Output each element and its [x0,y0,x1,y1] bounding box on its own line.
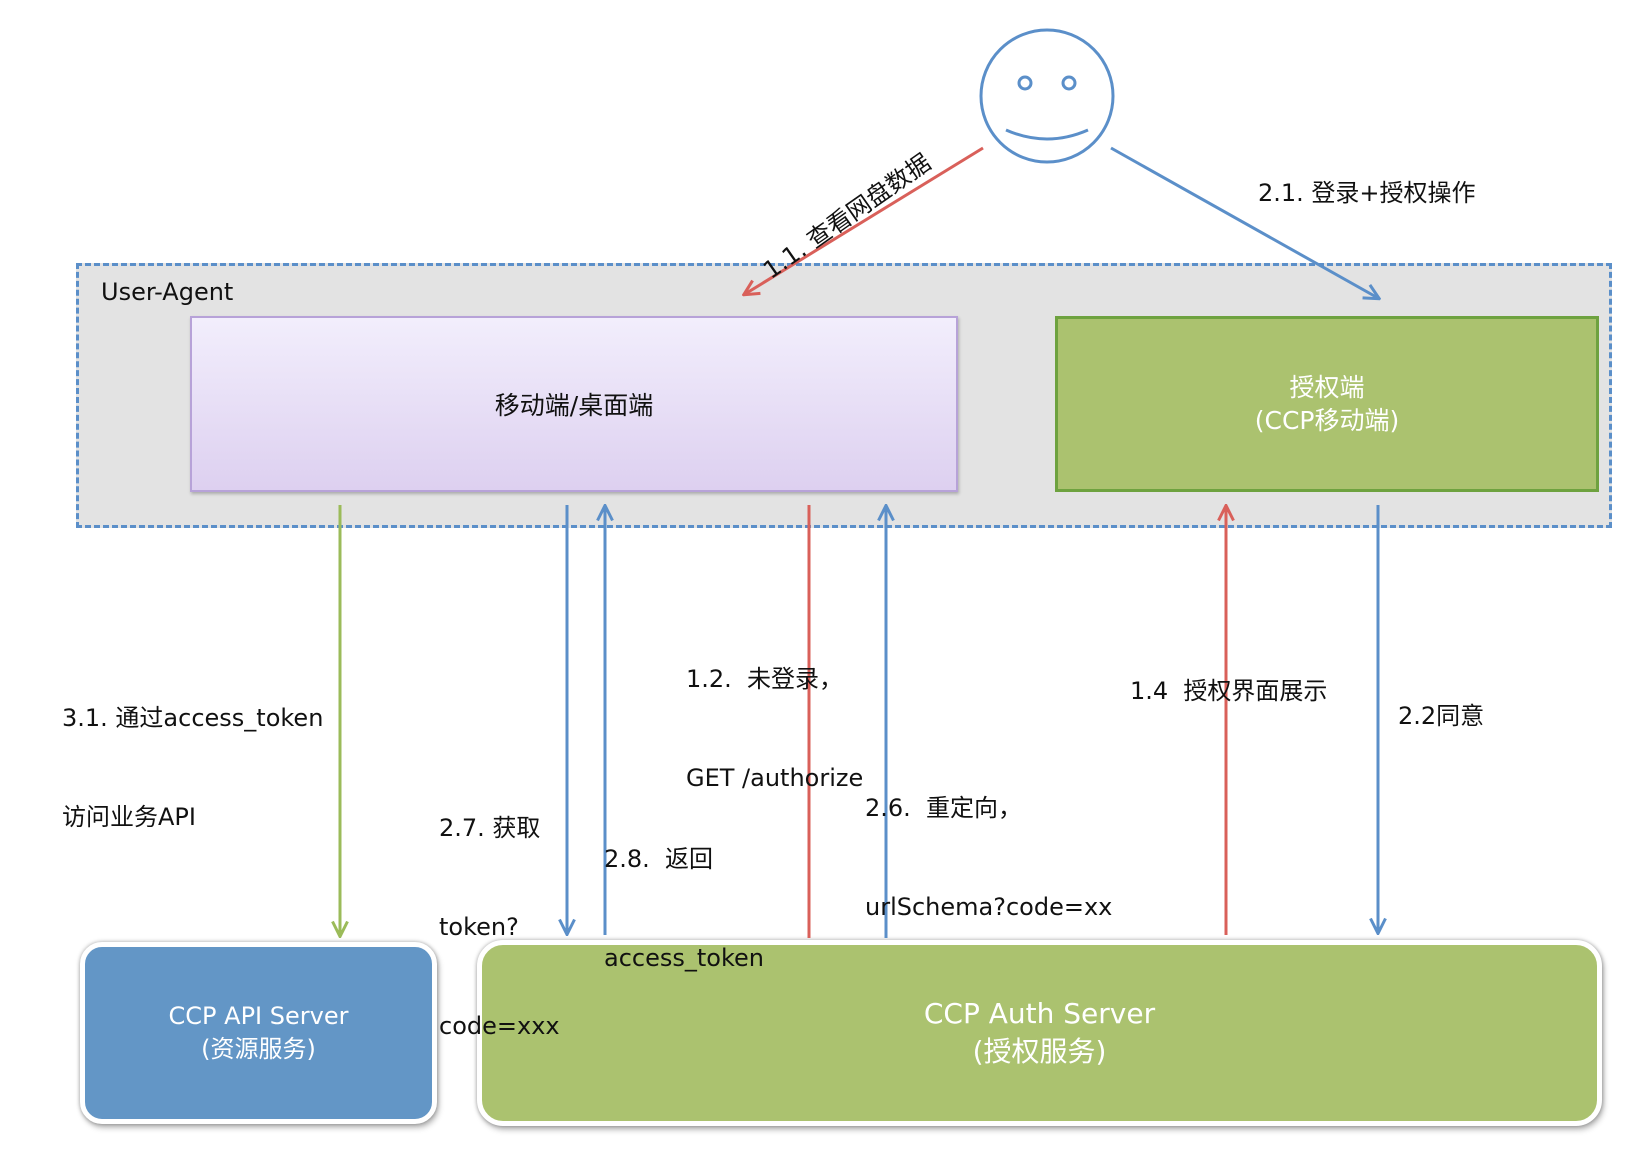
arrow-2-1 [1110,146,1378,298]
auth-server-title: CCP Auth Server [923,997,1156,1030]
step-1-2-line1: 1.2. 未登录， [686,665,844,693]
step-2-7-label: 2.7. 获取 token? code=xxx [439,746,560,1076]
step-2-1-label: 2.1. 登录+授权操作 [1258,179,1476,207]
step-2-8-line1: 2.8. 返回 [604,845,714,873]
step-2-7-line2: token? [439,913,519,941]
step-2-2-label: 2.2同意 [1398,702,1485,730]
step-2-6-line2: urlSchema?code=xx [865,893,1113,921]
step-1-2-label: 1.2. 未登录， GET /authorize [686,597,863,828]
auth-client-subtitle: (CCP移动端) [1254,406,1400,435]
auth-client-title: 授权端 [1289,373,1365,402]
api-server-box: CCP API Server (资源服务) [80,942,437,1124]
step-3-1-line1: 3.1. 通过access_token [62,704,324,732]
auth-client-box: 授权端 (CCP移动端) [1055,316,1599,492]
mobile-desktop-client-label: 移动端/桌面端 [494,391,654,420]
step-2-8-label: 2.8. 返回 access_token [604,777,764,1008]
user-agent-label: User-Agent [101,278,234,306]
step-2-6-line1: 2.6. 重定向， [865,794,1023,822]
step-2-7-line3: code=xxx [439,1012,560,1040]
step-2-8-line2: access_token [604,944,764,972]
step-3-1-label: 3.1. 通过access_token 访问业务API [62,636,323,867]
auth-server-box: CCP Auth Server (授权服务) [477,940,1602,1126]
mobile-desktop-client-box: 移动端/桌面端 [190,316,958,492]
step-1-2-line2: GET /authorize [686,764,864,792]
step-2-6-label: 2.6. 重定向， urlSchema?code=xx [865,726,1112,957]
api-server-title: CCP API Server [168,1002,349,1030]
step-3-1-line2: 访问业务API [62,803,196,831]
step-2-7-line1: 2.7. 获取 [439,814,541,842]
smiley-face-icon [979,28,1115,164]
api-server-subtitle: (资源服务) [201,1035,316,1063]
step-1-4-label: 1.4 授权界面展示 [1130,677,1328,705]
auth-server-subtitle: (授权服务) [972,1035,1107,1068]
arrow-1-1 [745,146,984,294]
